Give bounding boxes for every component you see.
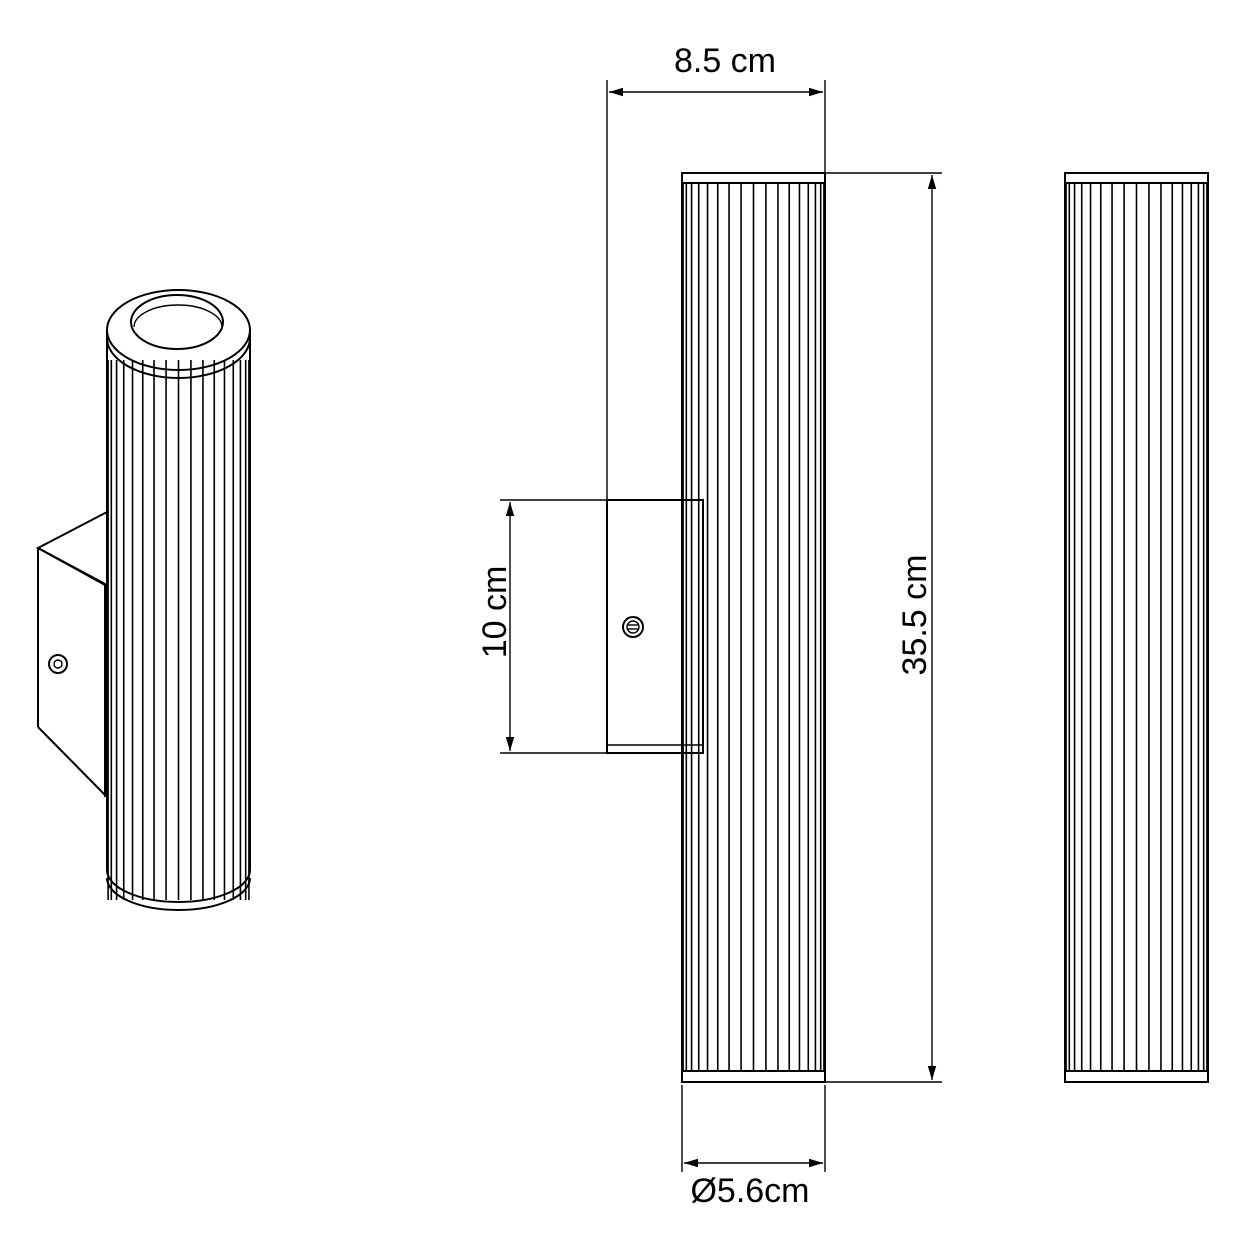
wall-bracket-iso [35, 510, 108, 798]
screw-icon [622, 616, 644, 638]
bracket-dimension-label: 10 cm [476, 566, 514, 659]
side-view [1064, 172, 1209, 1083]
isometric-view [35, 289, 251, 911]
wall-bracket-front [606, 499, 704, 754]
width-dimension-label: 8.5 cm [674, 42, 776, 80]
screw-icon [48, 654, 68, 674]
top-cap [681, 172, 826, 184]
tube-ribs-iso [107, 360, 250, 900]
front-view: 8.5 cm 35.5 cm 10 cm Ø5.6cm [476, 42, 942, 1210]
diameter-dimension-label: Ø5.6cm [690, 1172, 809, 1210]
bottom-cap [681, 1070, 826, 1083]
tube-top-cap-iso [106, 289, 251, 379]
top-cap [1064, 172, 1209, 184]
bottom-cap [1064, 1070, 1209, 1083]
tube-ribs-side [1065, 183, 1208, 1071]
tube-ribs-front [682, 183, 825, 1071]
height-dimension-label: 35.5 cm [896, 555, 934, 676]
